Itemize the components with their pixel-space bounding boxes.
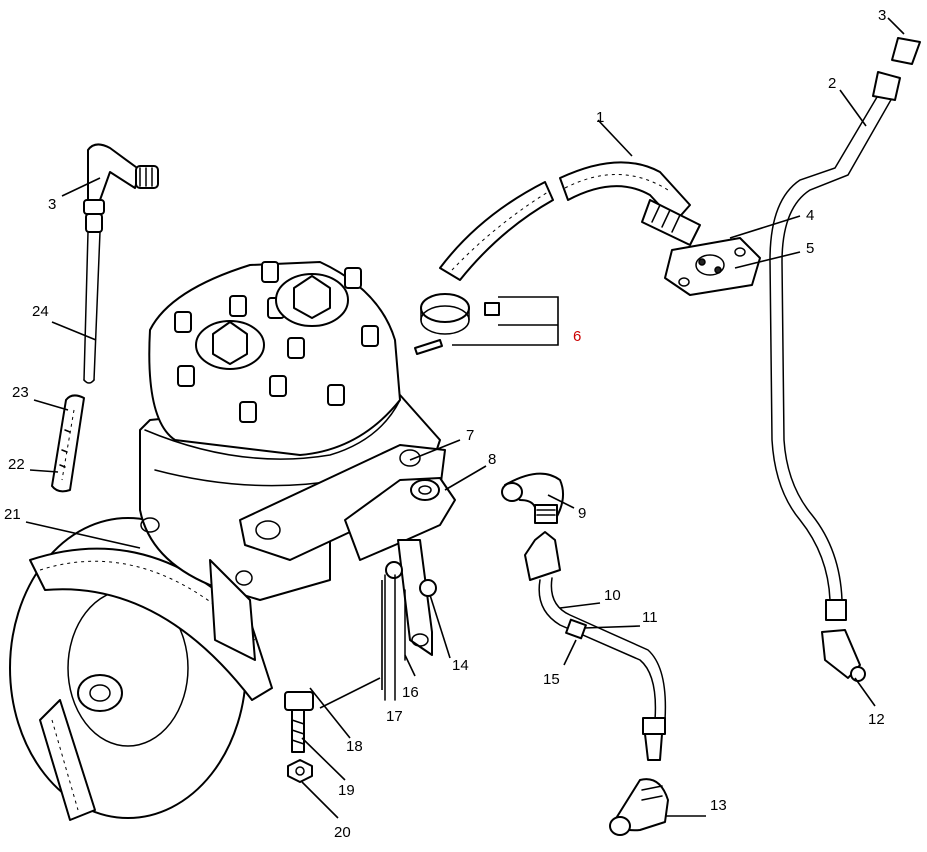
label-9: 9: [578, 505, 586, 522]
label-18: 18: [346, 738, 363, 755]
oil-tube: [524, 531, 669, 836]
label-23: 23: [12, 384, 29, 401]
label-16: 16: [402, 684, 419, 701]
label-2: 2: [828, 75, 836, 92]
compressor-body: [139, 261, 446, 661]
label-6: 6: [573, 328, 581, 345]
label-21: 21: [4, 506, 21, 523]
head-bolts: [174, 261, 379, 423]
hose-flange: [664, 237, 761, 296]
label-11: 11: [642, 609, 658, 626]
elbow-fitting: [501, 472, 565, 524]
label-13: 13: [710, 797, 727, 814]
label-22: 22: [8, 456, 25, 473]
label-1: 1: [596, 109, 604, 126]
label-14: 14: [452, 657, 469, 674]
label-17: 17: [386, 708, 403, 725]
discharge-hose: [439, 161, 701, 281]
leader-lines: [25, 17, 905, 819]
hose-clamp: [414, 293, 500, 355]
label-10: 10: [604, 587, 621, 604]
pulley: [9, 517, 273, 821]
rubber-sleeve: [51, 394, 85, 493]
label-5: 5: [806, 240, 814, 257]
label-8: 8: [488, 451, 496, 468]
label-12: 12: [868, 711, 885, 728]
mounting-bracket: [344, 477, 456, 656]
left-pipe: [83, 143, 159, 384]
label-4: 4: [806, 207, 814, 224]
label-3-left: 3: [48, 196, 56, 213]
label-20: 20: [334, 824, 351, 841]
long-tube: [769, 37, 921, 682]
label-24: 24: [32, 303, 49, 320]
bolt-and-nut: [284, 691, 314, 783]
label-3-top: 3: [878, 7, 886, 24]
small-fittings: [384, 574, 406, 701]
label-19: 19: [338, 782, 355, 799]
callout-labels: 1 2 3 3 4 5 6 7 8 9 10 11 12 13 14 15 16…: [4, 7, 886, 841]
label-7: 7: [466, 427, 474, 444]
label-15: 15: [543, 671, 560, 688]
hex-caps: [195, 273, 349, 370]
